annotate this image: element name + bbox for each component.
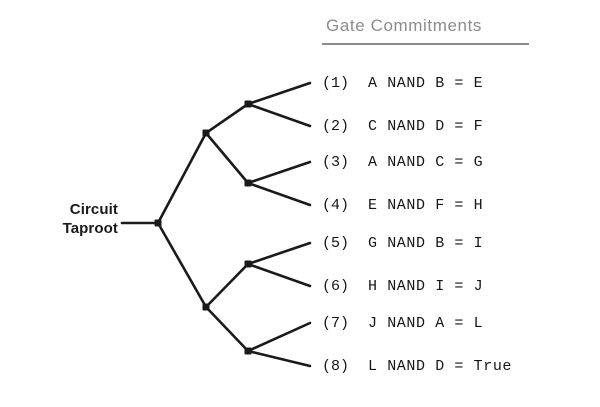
root-label-line-1: Circuit [69,201,118,218]
node-lower [202,303,210,311]
gate-commitment-row: (6) H NAND I = J [322,276,483,296]
gate-commitment-row: (8) L NAND D = True [322,356,512,376]
root-label-line-2: Taproot [62,220,118,237]
node-root [154,219,162,227]
edge-lower-to-n78 [204,305,250,353]
gate-commitments-header: Gate Commitments [322,14,529,45]
gate-commitment-index: (6) [322,277,350,295]
gate-commitment-index: (7) [322,314,350,332]
gate-commitment-row: (4) E NAND F = H [322,195,483,215]
edge-leaf-4 [246,181,312,207]
gate-commitment-index: (1) [322,74,350,92]
gate-commitment-index: (3) [322,153,350,171]
edge-root-to-upper [156,131,208,225]
edge-leaf-7 [246,321,312,353]
edge-upper-to-n12 [204,102,250,135]
gate-commitment-index: (5) [322,234,350,252]
edge-leaf-6 [246,262,312,288]
gate-commitment-expression: H NAND I = J [368,277,484,295]
gate-commitment-index: (4) [322,196,350,214]
gate-commitment-row: (2) C NAND D = F [322,116,483,136]
node-pair-5-6 [244,260,252,268]
gate-commitment-expression: J NAND A = L [368,314,484,332]
edge-leaf-8 [246,349,312,368]
node-pair-1-2 [244,100,252,108]
gate-commitment-row: (1) A NAND B = E [322,73,483,93]
gate-commitment-expression: L NAND D = True [368,357,513,375]
edge-leaf-1 [246,81,312,106]
gate-commitment-index: (2) [322,117,350,135]
edge-upper-to-n34 [204,131,250,185]
gate-commitments-panel: Gate Commitments (1) A NAND B = E (2) C NAN… [322,14,590,375]
gate-commitment-expression: E NAND F = H [368,196,484,214]
node-pair-3-4 [244,179,252,187]
edge-lower-to-n56 [204,262,250,309]
gate-commitment-expression: A NAND C = G [368,153,484,171]
node-pair-7-8 [244,347,252,355]
edge-leaf-2 [246,102,312,128]
gate-commitment-index: (8) [322,357,350,375]
gate-commitment-expression: G NAND B = I [368,234,484,252]
node-upper [202,129,210,137]
gate-commitment-row: (5) G NAND B = I [322,233,483,253]
gate-commitment-expression: A NAND B = E [368,74,484,92]
gate-commitment-expression: C NAND D = F [368,117,484,135]
root-label: Circuit Taproot [10,200,118,238]
edge-leaf-5 [246,241,312,266]
edge-leaf-3 [246,160,312,185]
edge-root-to-lower [156,221,208,309]
gate-commitment-row: (3) A NAND C = G [322,152,483,172]
gate-commitment-row: (7) J NAND A = L [322,313,483,333]
